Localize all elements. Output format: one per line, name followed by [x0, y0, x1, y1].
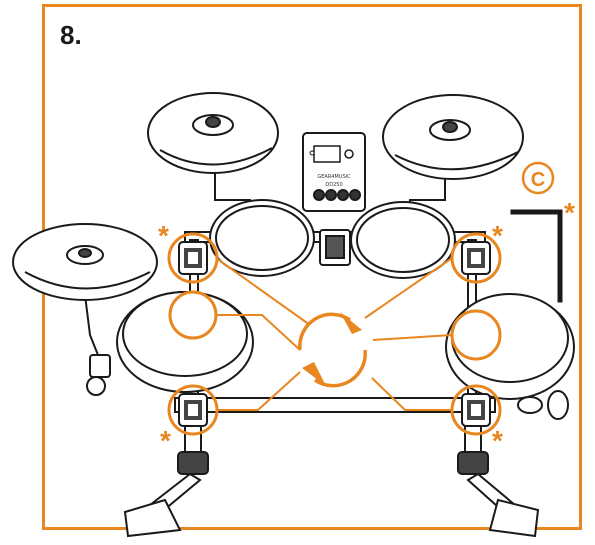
module-knob — [313, 189, 325, 201]
module-knob — [337, 189, 349, 201]
step-number: 8. — [60, 20, 82, 50]
module-knob — [349, 189, 361, 201]
front-rack-bar — [174, 397, 496, 413]
drum-module — [302, 132, 366, 212]
module-brand: GEAR4MUSIC — [317, 174, 351, 180]
drum-key-icon — [510, 209, 563, 303]
clamp-top-left — [178, 241, 208, 275]
asterisk-top-right: * — [492, 220, 503, 251]
cymbal-left — [147, 92, 279, 174]
asterisk-bottom-left: * — [160, 425, 171, 456]
center-clamp — [319, 229, 351, 266]
crash-clamp — [86, 354, 111, 396]
rotate-arrows-icon — [298, 312, 367, 388]
floor-tom-pad — [445, 293, 575, 400]
clamp-bottom-right — [461, 393, 491, 427]
snare-pad — [116, 291, 254, 393]
floor-tom-mount — [517, 390, 569, 420]
callout-letter: C — [531, 169, 545, 191]
cymbal-right — [382, 94, 524, 180]
callout-circle — [521, 161, 555, 195]
asterisk-drum-key: * — [564, 197, 575, 228]
asterisk-bottom-right: * — [492, 425, 503, 456]
right-tom-pad — [350, 201, 456, 279]
clamp-bottom-left — [178, 393, 208, 427]
module-knob — [325, 189, 337, 201]
asterisk-top-left: * — [158, 220, 169, 251]
module-model: DD250 — [325, 182, 342, 188]
cymbal-crash — [12, 223, 158, 301]
rotate-arrowheads — [302, 312, 362, 386]
clamp-top-right — [461, 241, 491, 275]
leader-lines — [215, 257, 453, 411]
left-tom-pad — [209, 199, 315, 277]
right-leg — [457, 411, 540, 538]
